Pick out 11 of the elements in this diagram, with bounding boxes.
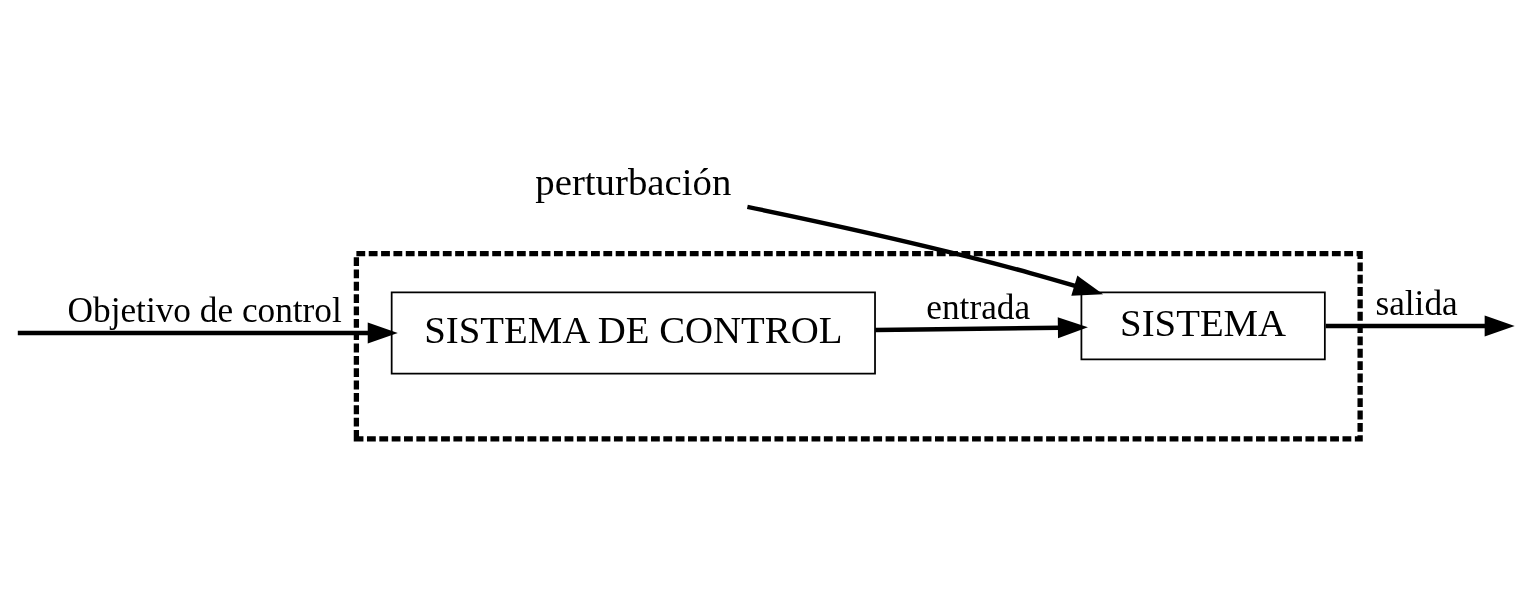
arrow [746, 204, 1104, 296]
edge-label: entrada [926, 287, 1031, 327]
node-box: SISTEMA DE CONTROL [390, 291, 876, 375]
arrow [875, 317, 1088, 339]
arrow [1325, 315, 1515, 337]
edge-label: Objetivo de control [67, 291, 342, 331]
cluster [353, 250, 1363, 442]
node-text: perturbación [535, 159, 732, 203]
edge-label: salida [1375, 284, 1458, 324]
arrow [17, 322, 398, 344]
node-box: SISTEMA [1080, 291, 1326, 361]
